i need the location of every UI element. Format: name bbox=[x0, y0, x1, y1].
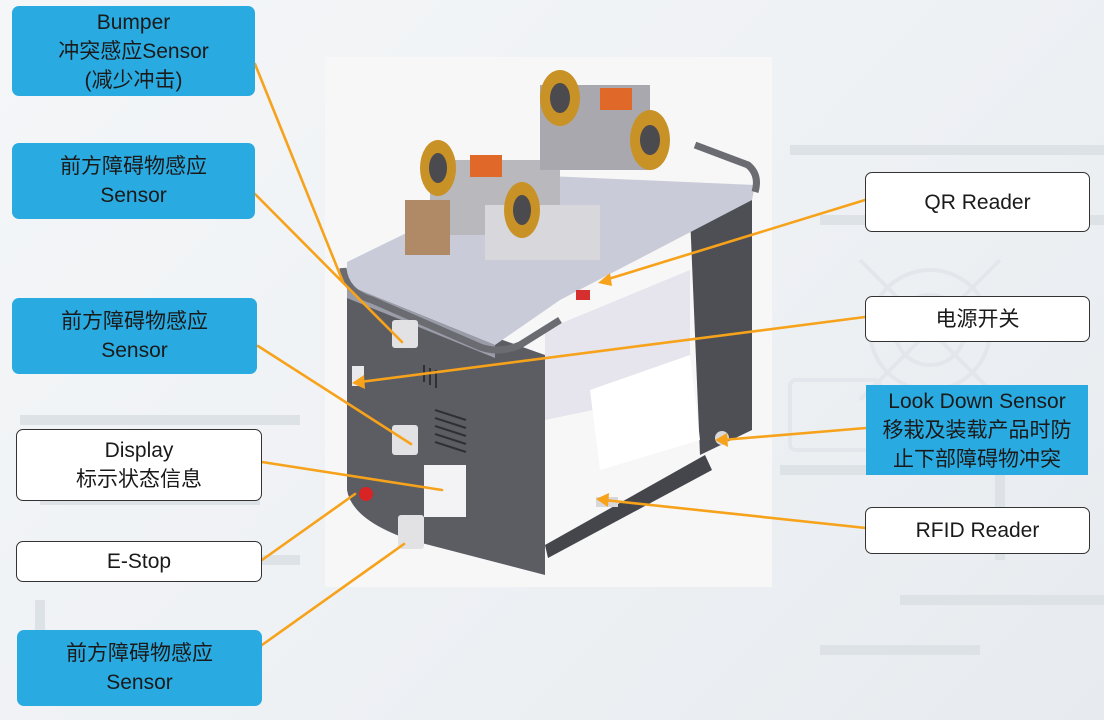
callout-front-sensor-3: 前方障碍物感应 Sensor bbox=[17, 630, 262, 706]
callout-power-switch-line-1: 电源开关 bbox=[935, 307, 1020, 331]
callout-estop-line-1: E-Stop bbox=[106, 550, 172, 573]
callout-rfid-reader-line-1: RFID Reader bbox=[915, 519, 1040, 542]
callout-bumper-line-1: Bumper bbox=[96, 10, 171, 34]
callout-display-line-2: 标示状态信息 bbox=[76, 468, 202, 491]
callout-front-sensor-3-line-2: Sensor bbox=[106, 671, 173, 694]
callout-front-sensor-1: 前方障碍物感应 Sensor bbox=[12, 143, 255, 219]
callout-bumper-line-3: (减少冲击) bbox=[84, 68, 183, 92]
callout-look-down-sensor: Look Down Sensor 移栽及装载产品时防 止下部障碍物冲突 bbox=[866, 385, 1088, 475]
callout-front-sensor-2-line-2: Sensor bbox=[101, 339, 168, 362]
callout-front-sensor-2-line-1: 前方障碍物感应 bbox=[61, 310, 208, 333]
agv-vehicle-drawing bbox=[325, 57, 772, 587]
callout-qr-reader-line-1: QR Reader bbox=[924, 190, 1031, 214]
callout-front-sensor-1-line-2: Sensor bbox=[100, 184, 167, 207]
callout-look-down-line-1: Look Down Sensor bbox=[888, 389, 1066, 413]
callout-qr-reader: QR Reader bbox=[865, 172, 1090, 232]
callout-rfid-reader: RFID Reader bbox=[865, 507, 1090, 554]
callout-front-sensor-2: 前方障碍物感应 Sensor bbox=[12, 298, 257, 374]
callout-estop: E-Stop bbox=[16, 541, 262, 582]
callout-bumper: Bumper 冲突感应Sensor (减少冲击) bbox=[12, 6, 255, 96]
callout-power-switch: 电源开关 bbox=[865, 296, 1090, 342]
callout-display-line-1: Display bbox=[104, 439, 174, 462]
callout-bumper-line-2: 冲突感应Sensor bbox=[58, 39, 209, 63]
callout-front-sensor-3-line-1: 前方障碍物感应 bbox=[66, 642, 213, 665]
callout-look-down-line-3: 止下部障碍物冲突 bbox=[893, 447, 1061, 471]
agv-product-image bbox=[325, 57, 772, 587]
callout-look-down-line-2: 移栽及装载产品时防 bbox=[882, 418, 1072, 442]
callout-front-sensor-1-line-1: 前方障碍物感应 bbox=[60, 155, 207, 178]
callout-display: Display 标示状态信息 bbox=[16, 429, 262, 501]
